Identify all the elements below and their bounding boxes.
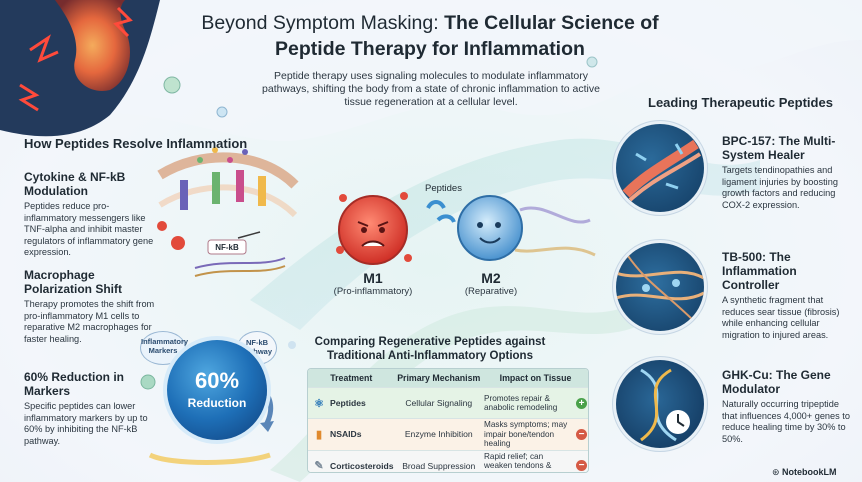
minus-icon: − xyxy=(576,428,587,440)
bpc157-title: BPC-157: The Multi-System Healer xyxy=(722,134,836,162)
macrophage-block: Macrophage Polarization Shift Therapy pr… xyxy=(24,268,159,345)
treatment-corticosteroids: Corticosteroids xyxy=(330,460,394,471)
cytokine-body: Peptides reduce pro-inflammatory messeng… xyxy=(24,201,154,257)
minus-icon: − xyxy=(576,460,587,472)
reduction-block: 60% Reduction in Markers Specific peptid… xyxy=(24,370,152,447)
reduction-title: 60% Reduction in Markers xyxy=(24,370,125,398)
table-row: ✎ Corticosteroids Broad Suppression Rapid… xyxy=(308,449,588,473)
comparison-table: Treatment Primary Mechanism Impact on Ti… xyxy=(307,368,589,473)
brand-name: NotebookLM xyxy=(782,467,837,477)
treatment-nsaids: NSAIDs xyxy=(330,429,362,440)
left-heading: How Peptides Resolve Inflammation xyxy=(24,136,248,151)
cytokine-title: Cytokine & NF-kB Modulation xyxy=(24,170,126,198)
tb500-illustration xyxy=(616,243,704,331)
treatment-peptides: Peptides xyxy=(330,398,366,408)
right-heading: Leading Therapeutic Peptides xyxy=(648,95,833,110)
m1-label: M1 (Pro-inflammatory) xyxy=(328,270,418,297)
pill-bottle-icon: ▮ xyxy=(315,428,323,441)
header-mechanism: Primary Mechanism xyxy=(394,369,483,388)
svg-text:NF-kB: NF-kB xyxy=(215,243,239,252)
bpc157-body: Targets tendinopathies and ligament inju… xyxy=(722,165,838,210)
bpc157-illustration xyxy=(616,124,704,212)
header-impact: Impact on Tissue xyxy=(483,369,588,388)
reduction-sphere: 60% Reduction xyxy=(167,340,267,440)
mechanism-corticosteroids: Broad Suppression xyxy=(394,449,483,472)
plus-icon: + xyxy=(576,397,587,409)
brand-icon: ⊛ xyxy=(772,467,783,477)
brand-logo: ⊛ NotebookLM xyxy=(772,467,837,478)
tb500-body: A synthetic fragment that reduces sear t… xyxy=(722,295,840,340)
bpc157-block: BPC-157: The Multi-System Healer Targets… xyxy=(722,134,847,211)
impact-corticosteroids: Rapid relief; can weaken tendons & cause… xyxy=(484,451,567,473)
ghkcu-block: GHK-Cu: The Gene Modulator Naturally occ… xyxy=(722,368,850,445)
m2-subtitle: (Reparative) xyxy=(464,286,518,297)
syringe-icon: ✎ xyxy=(314,460,324,473)
table-row: ⚛ Peptides Cellular Signaling Promotes re… xyxy=(308,387,588,419)
macrophage-body: Therapy promotes the shift from pro-infl… xyxy=(24,299,155,344)
intro-text: Peptide therapy uses signaling molecules… xyxy=(262,70,600,108)
table-row: ▮ NSAIDs Enzyme Inhibition Masks symptoms… xyxy=(308,418,588,450)
tb500-title: TB-500: The Inflammation Controller xyxy=(722,250,797,292)
m2-label: M2 (Reparative) xyxy=(446,270,536,297)
m2-title: M2 xyxy=(481,270,501,286)
title-lead: Beyond Symptom Masking: xyxy=(201,12,445,34)
m1-subtitle: (Pro-inflammatory) xyxy=(333,286,413,297)
table-header-row: Treatment Primary Mechanism Impact on Ti… xyxy=(308,369,588,388)
ghkcu-title: GHK-Cu: The Gene Modulator xyxy=(722,368,831,396)
title-bold: The Cellular Science of Peptide Therapy … xyxy=(275,12,659,60)
cytokine-block: Cytokine & NF-kB Modulation Peptides red… xyxy=(24,170,154,259)
mechanism-nsaids: Enzyme Inhibition xyxy=(394,418,483,450)
peptides-label: Peptides xyxy=(425,183,462,194)
page-title: Beyond Symptom Masking: The Cellular Sci… xyxy=(170,10,690,62)
molecule-icon: ⚛ xyxy=(314,397,324,410)
comparison-heading: Comparing Regenerative Peptides against … xyxy=(314,336,546,362)
impact-nsaids: Masks symptoms; may impair bone/tendon h… xyxy=(484,420,568,448)
tb500-block: TB-500: The Inflammation Controller A sy… xyxy=(722,250,852,341)
reduction-percent: 60% xyxy=(194,368,240,393)
impact-peptides: Promotes repair & anabolic remodeling xyxy=(484,393,558,413)
ghkcu-illustration xyxy=(616,360,704,448)
reduction-body: Specific peptides can lower inflammatory… xyxy=(24,401,148,446)
macrophage-title: Macrophage Polarization Shift xyxy=(24,268,123,296)
m1-title: M1 xyxy=(363,270,383,286)
reduction-label: Reduction xyxy=(187,396,247,410)
header-treatment: Treatment xyxy=(308,369,395,388)
ghkcu-body: Naturally occurring tripeptide that infl… xyxy=(722,399,850,444)
mechanism-peptides: Cellular Signaling xyxy=(394,387,483,419)
